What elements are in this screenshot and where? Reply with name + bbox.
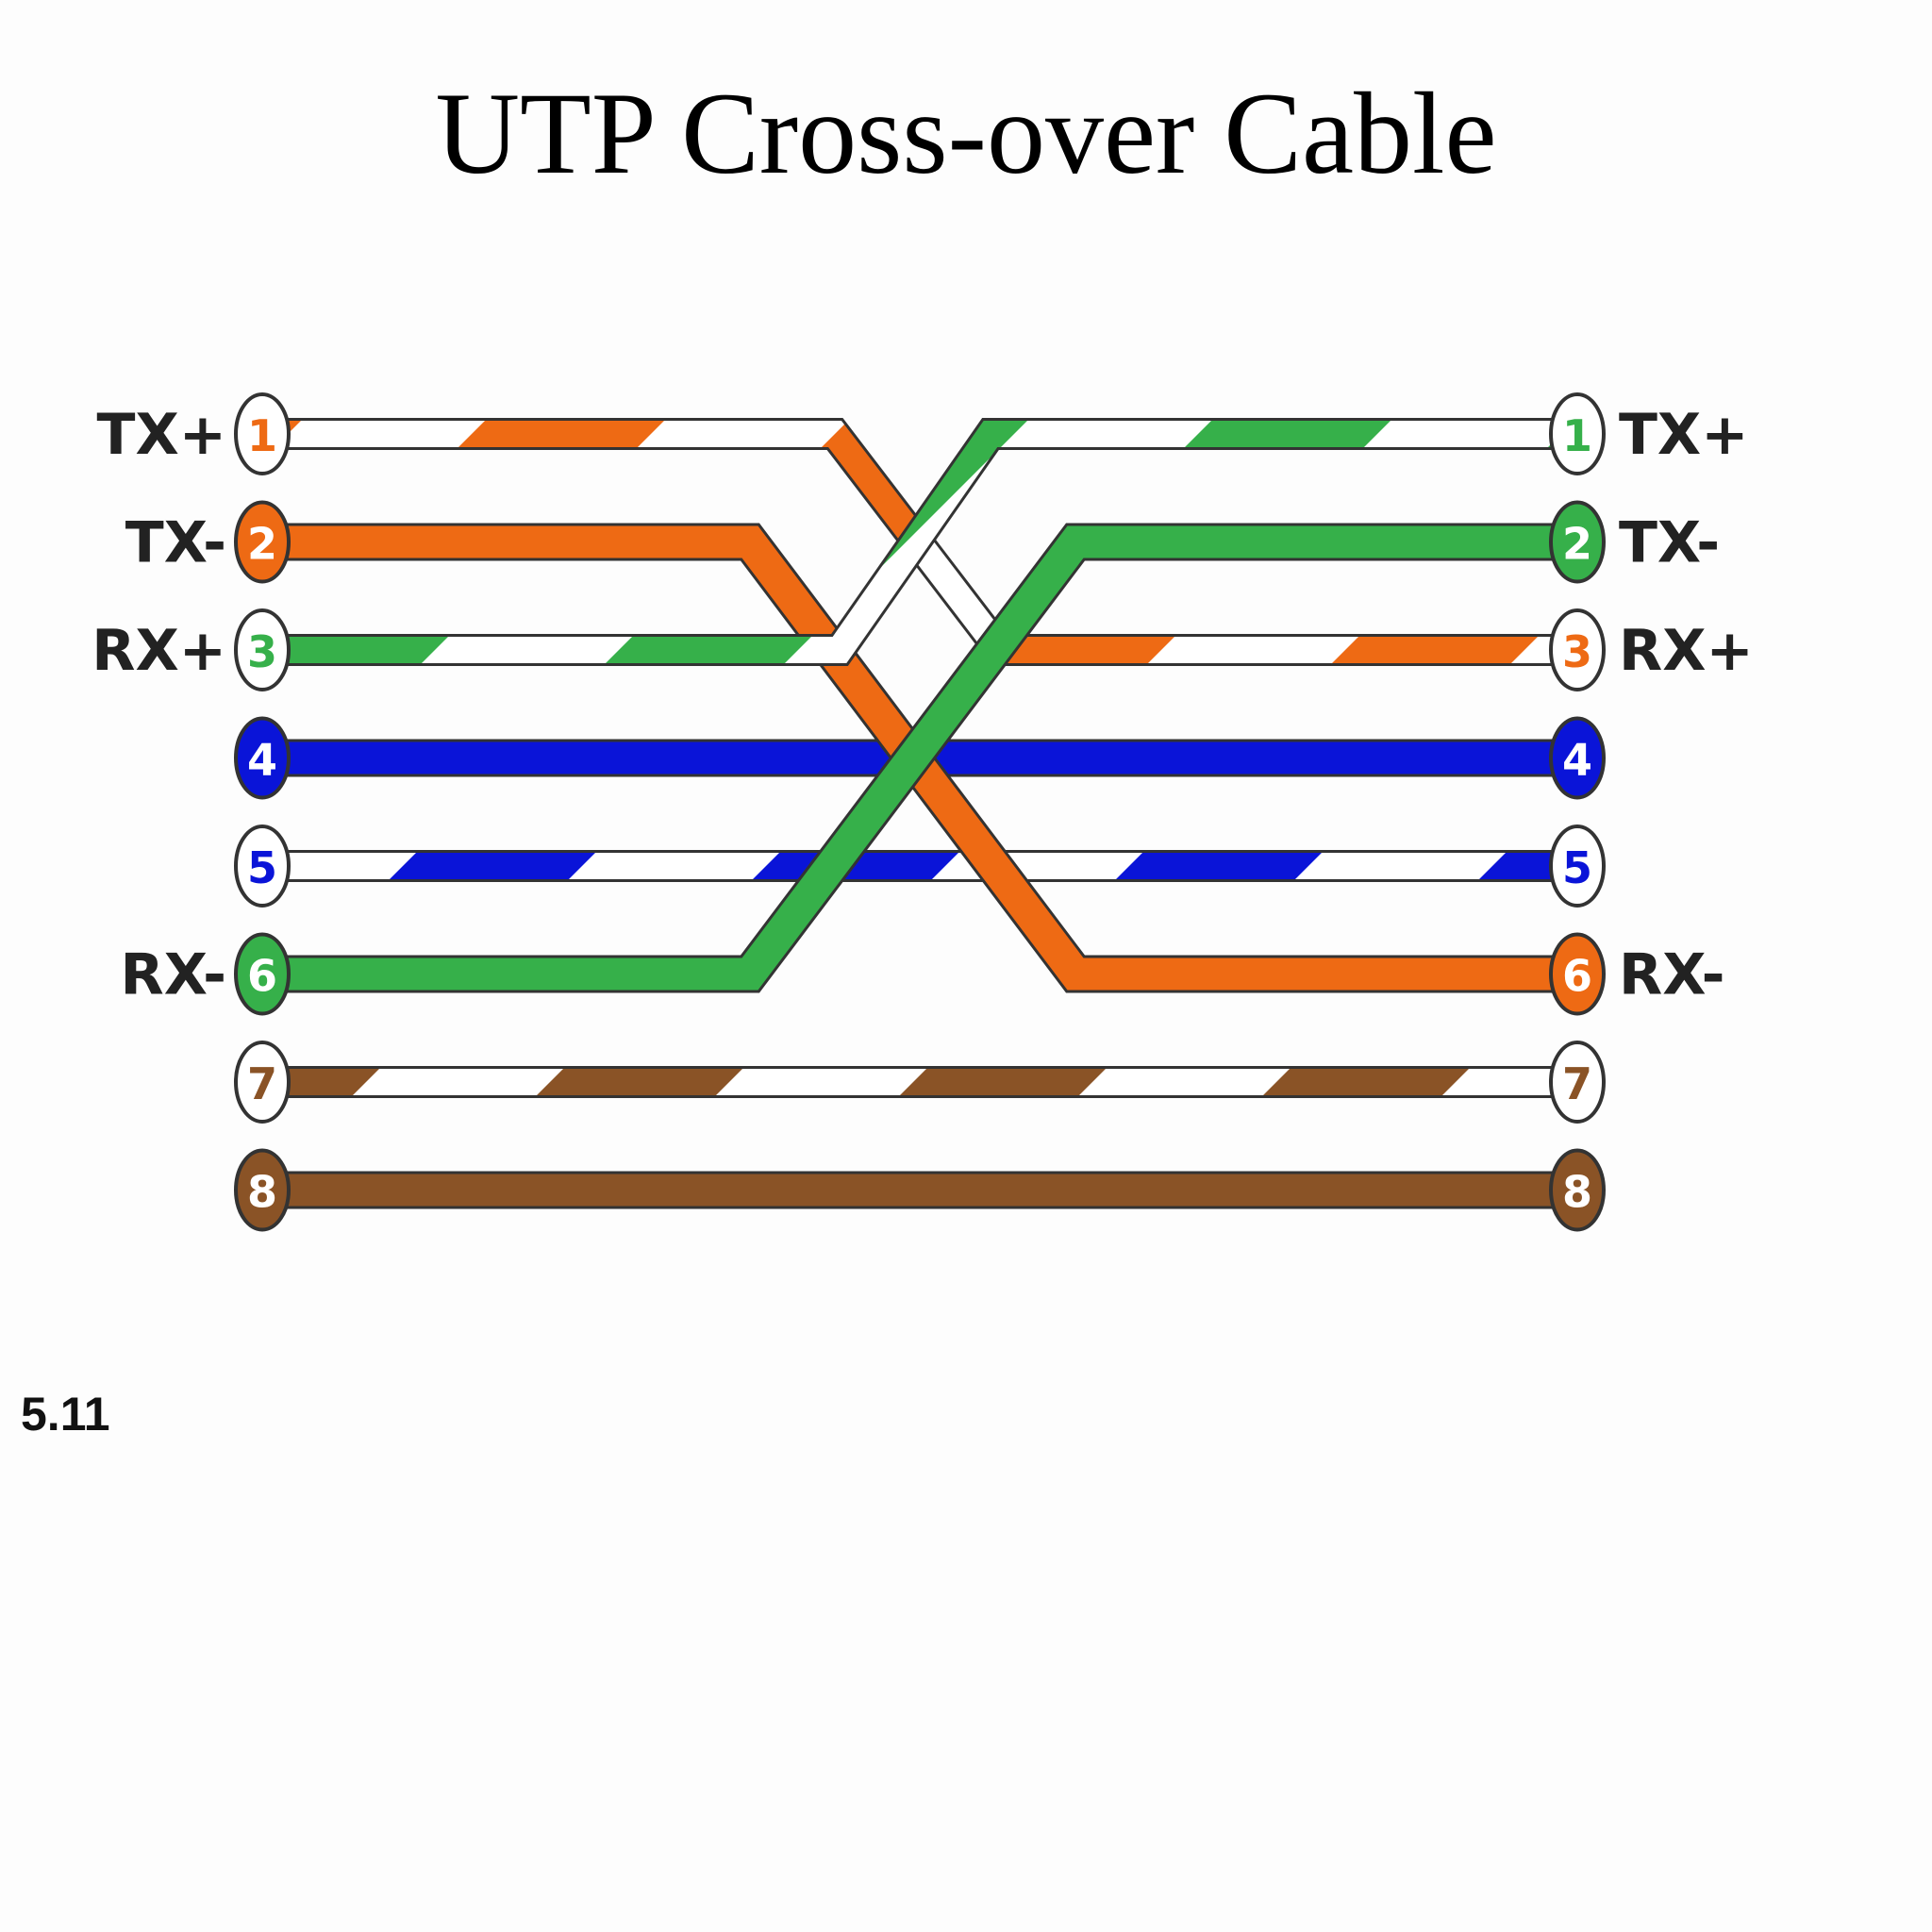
left-label-rx: RX+ <box>92 618 226 684</box>
right-pin-2: 2 <box>1549 500 1606 584</box>
left-pin-1-number: 1 <box>247 410 277 461</box>
wire-3-to-1 <box>262 418 1577 666</box>
left-label-tx: TX- <box>125 510 226 576</box>
left-pin-2-number: 2 <box>247 519 277 570</box>
right-label-rx: RX+ <box>1619 618 1754 684</box>
left-pin-7-number: 7 <box>247 1058 277 1109</box>
left-pin-8-number: 8 <box>247 1167 277 1218</box>
left-pin-8: 8 <box>234 1148 291 1232</box>
right-pin-3: 3 <box>1549 608 1606 691</box>
pins-layer: 1 2 3 4 5 6 7 8 1 2 3 4 5 6 7 8 <box>234 392 1606 1232</box>
left-label-tx: TX+ <box>97 402 226 468</box>
right-pin-6-number: 6 <box>1562 951 1592 1002</box>
right-pin-3-number: 3 <box>1562 626 1592 677</box>
right-pin-1-number: 1 <box>1562 410 1592 461</box>
left-pin-5-number: 5 <box>247 842 277 893</box>
right-label-tx: TX+ <box>1619 402 1748 468</box>
right-pin-8-number: 8 <box>1562 1167 1592 1218</box>
right-label-tx: TX- <box>1619 510 1720 576</box>
left-pin-6: 6 <box>234 932 291 1016</box>
right-pin-8: 8 <box>1549 1148 1606 1232</box>
right-pin-5-number: 5 <box>1562 842 1592 893</box>
left-label-rx: RX- <box>121 942 226 1008</box>
left-pin-1: 1 <box>234 392 291 475</box>
left-pin-3: 3 <box>234 608 291 691</box>
right-pin-5: 5 <box>1549 824 1606 908</box>
slide-title: UTP Cross-over Cable <box>435 69 1497 198</box>
right-pin-7-number: 7 <box>1562 1058 1592 1109</box>
left-pin-7: 7 <box>234 1041 291 1124</box>
right-label-rx: RX- <box>1619 942 1724 1008</box>
wires-layer <box>262 418 1577 1209</box>
left-pin-2: 2 <box>234 500 291 584</box>
left-pin-6-number: 6 <box>247 951 277 1002</box>
left-pin-5: 5 <box>234 824 291 908</box>
wire-6-to-2 <box>262 523 1577 993</box>
labels-layer: TX+ TX- RX+ RX- TX+ TX- RX+ RX- <box>92 402 1753 1008</box>
right-pin-1: 1 <box>1549 392 1606 475</box>
left-pin-3-number: 3 <box>247 626 277 677</box>
right-pin-6: 6 <box>1549 932 1606 1016</box>
page-number: 5.11 <box>21 1388 110 1441</box>
right-pin-2-number: 2 <box>1562 519 1592 570</box>
right-pin-4-number: 4 <box>1562 735 1592 786</box>
right-pin-7: 7 <box>1549 1041 1606 1124</box>
right-pin-4: 4 <box>1549 716 1606 800</box>
left-pin-4: 4 <box>234 716 291 800</box>
left-pin-4-number: 4 <box>247 735 277 786</box>
